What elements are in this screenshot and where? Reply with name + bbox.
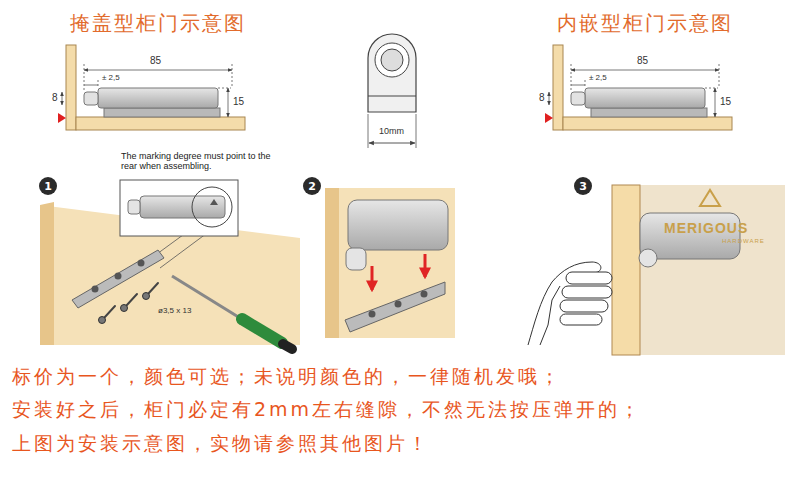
screw-size: ø3,5 x 13 [158, 306, 191, 315]
dimension-label: 8 [539, 92, 545, 104]
watermark: MERIGOUS [664, 220, 748, 236]
step2-illustration [325, 188, 455, 338]
note-text: 安装好之后，柜门必定有2mm左右缝隙，不然无法按压弹开的； [12, 399, 642, 421]
note-text: 上图为安装示意图，实物请参照其他图片！ [12, 433, 430, 455]
dimension-label: 10mm [379, 126, 404, 136]
dimension-label: 85 [637, 55, 648, 67]
dimension-label: 15 [233, 96, 244, 108]
step-number-text: 2 [308, 181, 316, 192]
step-number: 1 [39, 177, 57, 195]
note-text: 标价为一个，颜色可选；未说明颜色的，一律随机发哦； [12, 366, 562, 388]
watermark: HARDWARE [722, 238, 765, 245]
latch-top-view [368, 34, 416, 148]
step-number: 2 [303, 177, 321, 195]
step1-illustration [40, 180, 300, 349]
section-heading: 掩盖型柜门示意图 [70, 12, 246, 35]
dimension-label: 15 [720, 96, 731, 108]
dimension-label: ± 2,5 [102, 73, 120, 82]
step3-illustration [528, 185, 785, 355]
step-number: 3 [574, 177, 592, 195]
section-diagram [58, 45, 245, 130]
instruction-note: The marking degree must point to the rea… [121, 151, 271, 172]
section-diagram [545, 45, 732, 130]
dimension-label: 8 [52, 92, 58, 104]
step-number-text: 3 [579, 181, 587, 192]
section-heading: 内嵌型柜门示意图 [557, 12, 733, 35]
dimension-label: 85 [150, 55, 161, 67]
step-number-text: 1 [44, 181, 52, 192]
dimension-label: ± 2,5 [589, 73, 607, 82]
